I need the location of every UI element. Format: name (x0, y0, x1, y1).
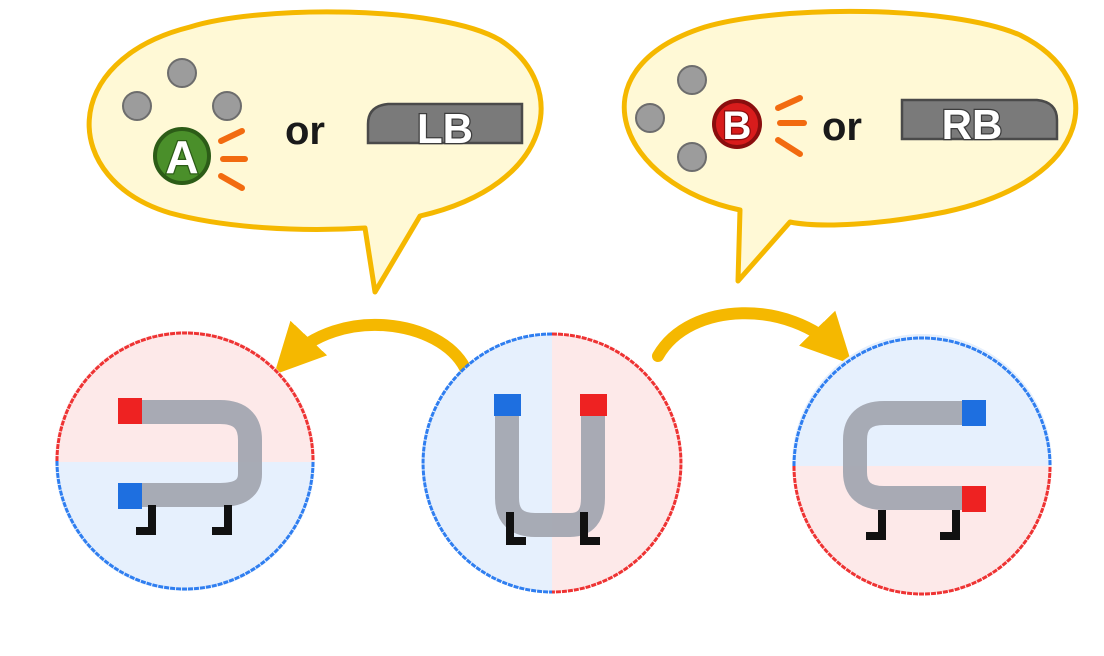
right-speech-bubble: B or RB (621, 8, 1079, 284)
press-burst-icon-right (775, 95, 807, 157)
rb-label: RB (942, 101, 1003, 148)
a-button-letter: A (165, 131, 198, 183)
magnet-rotated-right (792, 334, 1052, 596)
rb-shoulder-button: RB (900, 98, 1059, 149)
magnet-legs (506, 512, 600, 545)
b-button-icon: B (712, 99, 762, 149)
north-pole (580, 394, 607, 416)
magnet-legs (866, 510, 960, 540)
south-pole (118, 483, 142, 509)
lb-label: LB (417, 105, 473, 152)
or-label-right: or (822, 105, 862, 149)
face-buttons-diagram-right (635, 65, 707, 172)
left-speech-bubble: A or LB (86, 9, 544, 295)
lb-shoulder-button: LB (366, 102, 524, 153)
rotate-left-arrow (274, 318, 471, 375)
b-button-letter: B (723, 104, 752, 148)
south-pole (494, 394, 521, 416)
or-label-left: or (285, 109, 325, 153)
magnet-legs (136, 505, 232, 535)
south-pole (962, 400, 986, 426)
north-pole (962, 486, 986, 512)
a-button-icon: A (153, 127, 211, 185)
face-buttons-diagram (122, 58, 242, 121)
magnet-rotated-left (55, 331, 315, 591)
press-burst-icon (218, 128, 248, 191)
rotate-right-arrow (652, 307, 852, 365)
north-pole (118, 398, 142, 424)
